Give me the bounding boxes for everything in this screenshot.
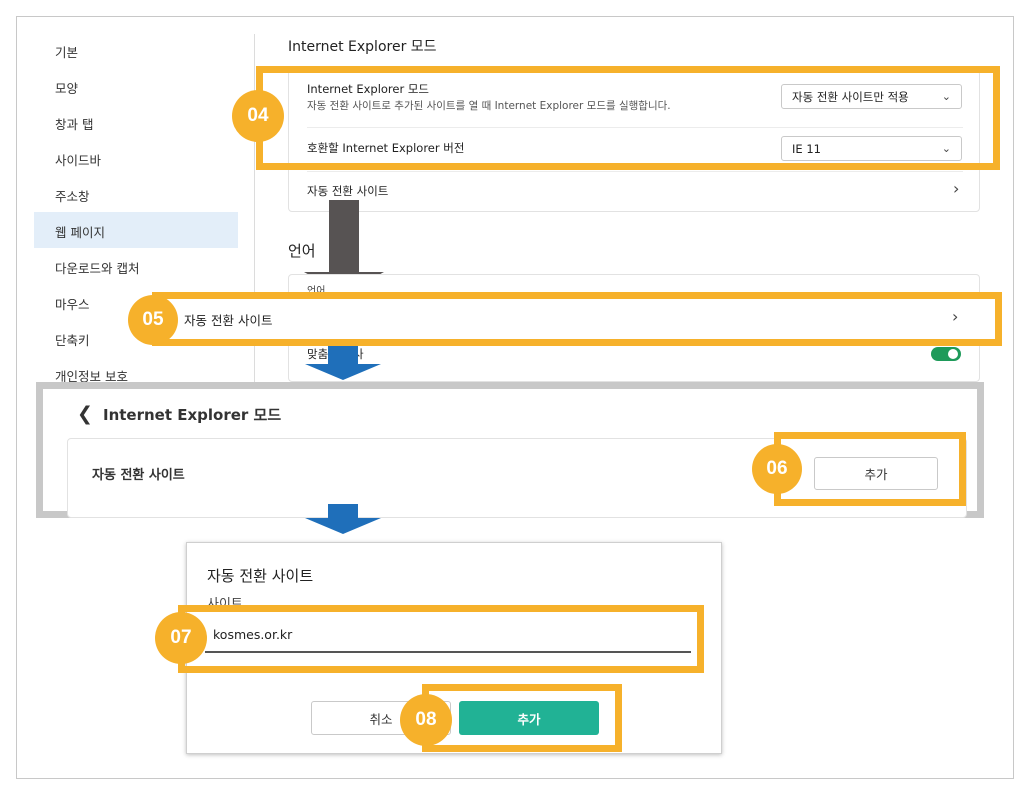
highlight-box-05	[152, 292, 1002, 346]
sidebar-item-sidebar[interactable]: 사이드바	[55, 153, 102, 168]
sidebar-item-appearance[interactable]: 모양	[55, 81, 79, 96]
ie-mode-description: 자동 전환 사이트로 추가된 사이트를 열 때 Internet Explore…	[307, 100, 671, 112]
spellcheck-toggle[interactable]	[931, 347, 961, 361]
chevron-right-icon[interactable]: ›	[952, 307, 959, 326]
highlight-box-06	[774, 432, 966, 506]
highlight-box-04	[256, 66, 1000, 170]
auto-sites-row-label[interactable]: 자동 전환 사이트	[307, 184, 389, 198]
chevron-right-icon[interactable]: ›	[953, 179, 960, 198]
add-site-button[interactable]: 추가	[814, 457, 938, 490]
sidebar-active-highlight	[34, 212, 238, 248]
sidebar-item-download-capture[interactable]: 다운로드와 캡처	[55, 261, 140, 276]
sidebar-item-basic[interactable]: 기본	[55, 45, 79, 60]
step-badge-07: 07	[155, 612, 207, 664]
site-input-value: kosmes.or.kr	[213, 627, 293, 642]
step-badge-04: 04	[232, 90, 284, 142]
sidebar-item-shortcuts[interactable]: 단축키	[55, 333, 90, 348]
sidebar-item-web-page[interactable]: 웹 페이지	[55, 225, 105, 240]
sidebar-item-mouse[interactable]: 마우스	[55, 297, 90, 312]
blue-arrow-shaft	[328, 346, 358, 366]
callout-05-panel: 자동 전환 사이트 ›	[156, 296, 998, 342]
ie-settings-card: Internet Explorer 모드 자동 전환 사이트로 추가된 사이트를…	[288, 70, 980, 212]
callout-05-label[interactable]: 자동 전환 사이트	[184, 313, 273, 328]
blue-arrow-down-icon	[305, 364, 381, 380]
site-input[interactable]: kosmes.or.kr	[205, 613, 691, 653]
ie-mode-label: Internet Explorer 모드	[307, 82, 430, 96]
confirm-add-button[interactable]: 추가	[459, 701, 599, 735]
row-separator	[307, 127, 963, 128]
dialog-title: 자동 전환 사이트	[207, 567, 314, 585]
ie-subpage-panel: ❮ Internet Explorer 모드 자동 전환 사이트 추가	[36, 382, 984, 518]
sidebar-item-privacy[interactable]: 개인정보 보호	[55, 369, 128, 384]
highlight-box-07	[178, 605, 704, 673]
back-arrow-icon[interactable]: ❮	[77, 403, 93, 425]
step-badge-06: 06	[752, 444, 802, 494]
ie-compat-select-value: IE 11	[792, 141, 821, 156]
ie-compat-label: 호환할 Internet Explorer 버전	[307, 141, 465, 155]
sidebar-item-address-bar[interactable]: 주소창	[55, 189, 90, 204]
gray-arrow-shaft	[329, 200, 359, 272]
row-separator	[307, 171, 963, 172]
blue-arrow-shaft	[328, 504, 358, 520]
chevron-down-icon: ⌄	[941, 142, 951, 155]
auto-sites-label: 자동 전환 사이트	[92, 468, 185, 483]
language-section-title: 언어	[288, 242, 316, 260]
screenshot-frame	[16, 16, 1014, 779]
sidebar-item-windows-tabs[interactable]: 창과 탭	[55, 117, 94, 132]
sidebar-divider	[254, 34, 255, 384]
step-badge-05: 05	[128, 295, 178, 345]
language-row-partial: 언어	[307, 286, 326, 297]
ie-mode-select-value: 자동 전환 사이트만 적용	[792, 89, 909, 104]
chevron-down-icon: ⌄	[941, 90, 951, 103]
ie-compat-select[interactable]: IE 11 ⌄	[781, 136, 962, 161]
ie-subpage-title: Internet Explorer 모드	[103, 406, 282, 424]
ie-section-title: Internet Explorer 모드	[288, 39, 437, 55]
blue-arrow-down-icon	[305, 518, 381, 534]
step-badge-08: 08	[400, 694, 452, 746]
ie-mode-select[interactable]: 자동 전환 사이트만 적용 ⌄	[781, 84, 962, 109]
highlight-box-08	[422, 684, 622, 752]
